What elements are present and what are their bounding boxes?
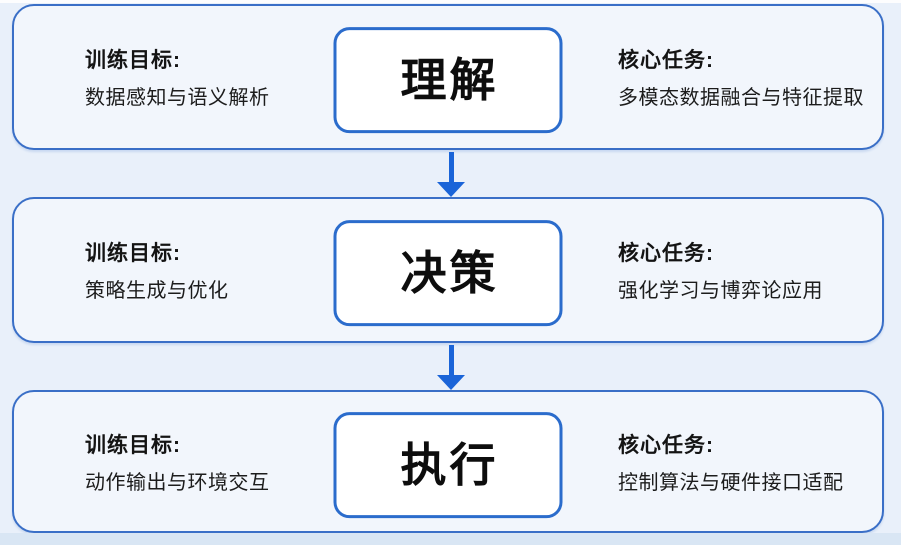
core-task-block: 核心任务: 控制算法与硬件接口适配 [618,429,844,495]
stage-name-box-understanding: 理解 [333,27,563,134]
core-task-label: 核心任务: [618,433,714,457]
arrow-stem [448,345,454,375]
down-arrow-icon [436,152,466,197]
training-goal-label: 训练目标: [85,49,181,72]
training-goal-block: 训练目标: 动作输出与环境交互 [85,429,270,495]
stage-name-box-decision: 决策 [333,220,563,327]
core-task-label: 核心任务: [618,242,714,265]
stage-name: 理解 [400,54,499,107]
training-goal-text: 策略生成与优化 [85,280,229,302]
core-task-text: 强化学习与博弈论应用 [618,280,823,302]
stage-name: 决策 [400,247,499,300]
bottom-background-strip [0,533,901,545]
down-arrow-icon [436,345,466,390]
arrow-stem [448,152,454,182]
core-task-block: 核心任务: 多模态数据融合与特征提取 [618,44,864,110]
arrow-head [437,375,465,390]
core-task-block: 核心任务: 强化学习与博弈论应用 [618,237,823,303]
training-goal-block: 训练目标: 数据感知与语义解析 [85,44,270,110]
stage-card-understanding: 训练目标: 数据感知与语义解析 理解 核心任务: 多模态数据融合与特征提取 [12,4,884,150]
stage-name: 执行 [400,438,499,491]
stage-card-decision: 训练目标: 策略生成与优化 决策 核心任务: 强化学习与博弈论应用 [12,197,884,343]
stage-name-box-execution: 执行 [333,411,563,518]
core-task-text: 多模态数据融合与特征提取 [618,87,864,109]
training-goal-text: 动作输出与环境交互 [85,471,270,494]
core-task-label: 核心任务: [618,49,714,72]
training-goal-label: 训练目标: [85,433,181,457]
training-goal-label: 训练目标: [85,242,181,265]
training-goal-text: 数据感知与语义解析 [85,87,270,109]
stage-card-execution: 训练目标: 动作输出与环境交互 执行 核心任务: 控制算法与硬件接口适配 [12,390,884,533]
arrow-head [437,182,465,197]
training-goal-block: 训练目标: 策略生成与优化 [85,237,229,303]
top-background-strip [0,0,901,3]
core-task-text: 控制算法与硬件接口适配 [618,471,844,494]
